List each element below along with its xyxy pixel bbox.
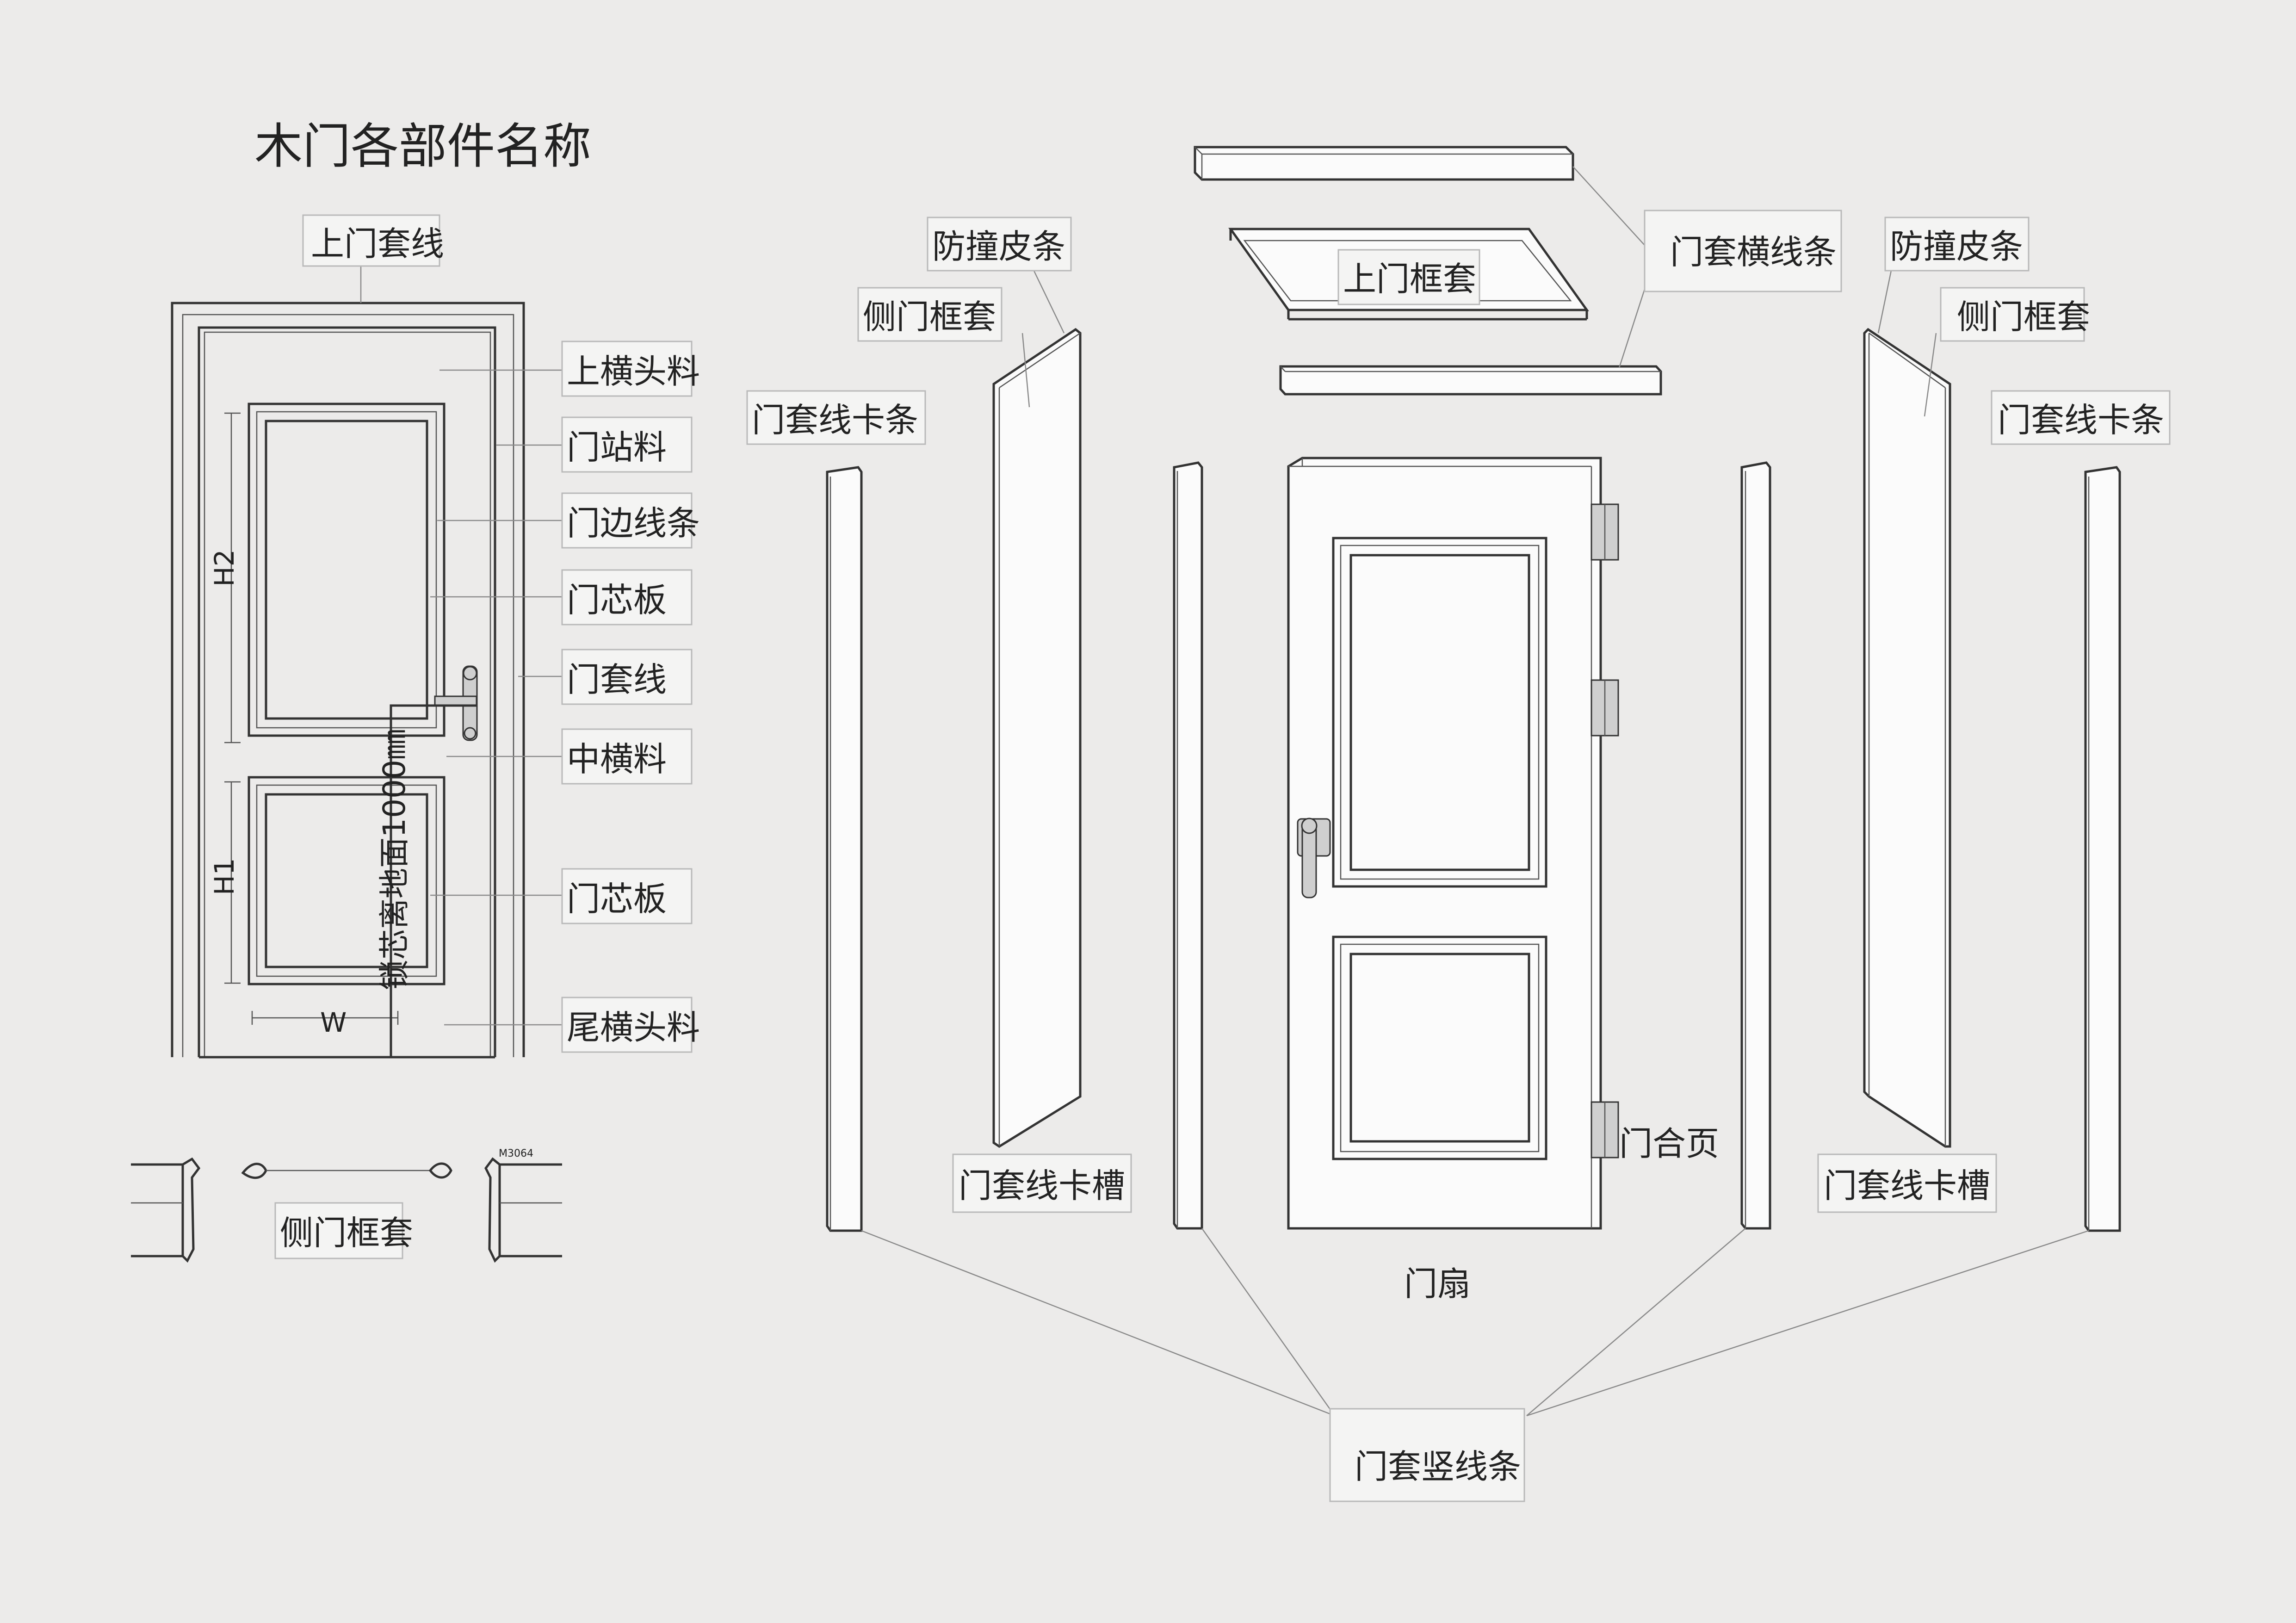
svg-text:侧门框套: 侧门框套 (863, 297, 996, 336)
svg-text:尾横头料: 尾横头料 (567, 1008, 700, 1047)
hinge-icon-middle (1590, 679, 1619, 737)
svg-text:门站料: 门站料 (567, 428, 667, 467)
label-top-frame: 上门框套 (1337, 249, 1480, 305)
label-edge-trim: 门边线条 (561, 492, 700, 549)
label-bottom-rail: 尾横头料 (561, 997, 700, 1053)
label-door-stop: 门站料 (561, 416, 693, 473)
right-leaders (861, 166, 2089, 1417)
label-top-casing-strip: 门套横线条 (1644, 210, 1842, 292)
label-groove-left: 门套线卡槽 (952, 1153, 1132, 1213)
vertical-casing-right-inner (1740, 461, 1771, 1230)
svg-text:门芯板: 门芯板 (567, 581, 667, 619)
label-hinge: 门合页 (1619, 1124, 1719, 1163)
label-mid-rail: 中横料 (561, 728, 693, 785)
label-panel-lower: 门芯板 (561, 868, 693, 924)
vertical-casing-left-outer (826, 466, 863, 1232)
top-casing-strip-upper (1194, 146, 1574, 181)
label-casing: 门套线 (561, 649, 693, 705)
svg-text:上门套线: 上门套线 (311, 224, 444, 263)
section-tag: M3064 (499, 1148, 533, 1159)
svg-text:门套线卡条: 门套线卡条 (1998, 401, 2164, 440)
vertical-casing-right-outer (2084, 466, 2121, 1232)
side-frame-left (992, 328, 1082, 1148)
vertical-casing-left-inner (1173, 461, 1203, 1230)
svg-text:门套横线条: 门套横线条 (1670, 233, 1837, 272)
door-elevation (171, 266, 562, 1059)
label-top-casing: 上门套线 (302, 214, 444, 267)
label-groove-right: 门套线卡槽 (1817, 1153, 1997, 1213)
side-frame-right (1863, 328, 1951, 1148)
dim-lock-height: 锁芯离地面1000㎜ (377, 729, 412, 990)
hinge-icon-top (1590, 503, 1619, 561)
label-side-frame-right: 侧门框套 (1940, 287, 2090, 342)
svg-text:上门框套: 上门框套 (1343, 260, 1476, 298)
door-handle-icon (434, 665, 478, 741)
svg-text:门套竖线条: 门套竖线条 (1355, 1447, 1521, 1486)
diagram-title: 木门各部件名称 (254, 118, 591, 174)
door-leaf-handle-icon (1297, 818, 1331, 898)
svg-text:门边线条: 门边线条 (567, 504, 700, 543)
top-casing-strip-lower (1279, 365, 1662, 396)
svg-text:门套线: 门套线 (567, 660, 667, 699)
door-leaf (1287, 457, 1619, 1230)
dim-h2: H2 (209, 549, 240, 587)
label-side-frame-section: 侧门框套 (280, 1214, 413, 1252)
label-panel-upper: 门芯板 (561, 569, 693, 626)
frame-section: M3064 侧门框套 (131, 1148, 562, 1263)
dim-h1: H1 (209, 858, 240, 895)
hinge-icon-bottom (1590, 1101, 1619, 1158)
label-door-leaf: 门扇 (1404, 1264, 1471, 1303)
svg-text:门套线卡槽: 门套线卡槽 (1824, 1166, 1990, 1205)
svg-text:防撞皮条: 防撞皮条 (932, 227, 1065, 266)
label-bumper-right: 防撞皮条 (1884, 217, 2030, 272)
label-vertical-casing: 门套竖线条 (1329, 1408, 1525, 1502)
label-clip-left: 门套线卡条 (746, 390, 926, 445)
svg-text:侧门框套: 侧门框套 (1957, 297, 2090, 336)
svg-text:门芯板: 门芯板 (567, 880, 667, 918)
label-top-rail: 上横头料 (561, 341, 700, 397)
dim-w: W (320, 1007, 347, 1038)
label-side-frame-left: 侧门框套 (857, 287, 1003, 342)
label-bumper-left: 防撞皮条 (927, 217, 1072, 272)
label-clip-right: 门套线卡条 (1991, 390, 2171, 445)
svg-text:门套线卡槽: 门套线卡槽 (959, 1166, 1125, 1205)
svg-text:防撞皮条: 防撞皮条 (1890, 227, 2023, 266)
svg-text:门套线卡条: 门套线卡条 (752, 401, 918, 440)
svg-text:上横头料: 上横头料 (567, 352, 700, 391)
svg-text:中横料: 中横料 (567, 740, 667, 779)
